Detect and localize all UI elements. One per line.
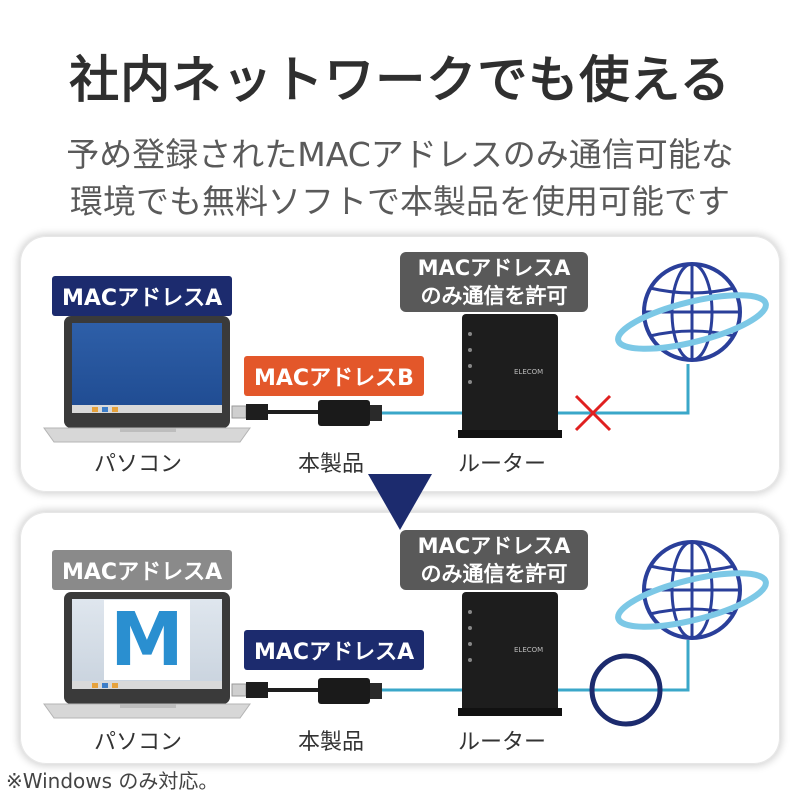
adapter-caption: 本製品 xyxy=(298,452,365,477)
adapter-mac-label: MACアドレスB xyxy=(244,356,424,396)
globe-icon xyxy=(615,262,769,362)
page-title: 社内ネットワークでも使える xyxy=(69,51,731,109)
laptop-icon xyxy=(43,316,251,443)
laptop-icon xyxy=(43,592,251,719)
pc-caption: パソコン xyxy=(94,452,183,477)
router-label-line-2: のみ通信を許可 xyxy=(420,562,568,586)
adapter-device-icon xyxy=(231,678,382,704)
footnote: ※Windows のみ対応。 xyxy=(6,769,219,793)
pc-mac-label: MACアドレスA xyxy=(52,550,233,590)
wan-cable xyxy=(558,640,690,692)
allowed-circle-icon xyxy=(589,653,663,727)
router-label-line-1: MACアドレスA xyxy=(417,534,571,558)
subtitle-line-1: 予め登録されたMACアドレスのみ通信可能な xyxy=(66,135,734,174)
pc-mac-label: MACアドレスA xyxy=(52,276,233,316)
screen-m-logo: M xyxy=(110,597,184,683)
router-permission-label: MACアドレスA のみ通信を許可 xyxy=(400,252,588,312)
globe-icon xyxy=(615,540,769,640)
router-brand-text: ELECOM xyxy=(514,368,544,376)
subtitle-line-2: 環境でも無料ソフトで本製品を使用可能です xyxy=(70,182,730,221)
router-brand-text: ELECOM xyxy=(514,646,544,654)
adapter-mac-label: MACアドレスA xyxy=(244,630,425,670)
adapter-caption: 本製品 xyxy=(298,730,365,755)
adapter-device-icon xyxy=(231,400,382,426)
router-icon xyxy=(458,592,562,716)
wan-cable xyxy=(558,364,690,415)
down-arrow-icon xyxy=(368,474,432,530)
router-permission-label: MACアドレスA のみ通信を許可 xyxy=(400,530,588,590)
router-label-line-1: MACアドレスA xyxy=(417,256,571,280)
router-icon xyxy=(458,314,562,438)
router-caption: ルーター xyxy=(458,452,547,477)
router-caption: ルーター xyxy=(458,730,547,755)
blocked-cross-icon xyxy=(574,394,612,432)
pc-caption: パソコン xyxy=(94,730,183,755)
router-label-line-2: のみ通信を許可 xyxy=(420,284,568,308)
